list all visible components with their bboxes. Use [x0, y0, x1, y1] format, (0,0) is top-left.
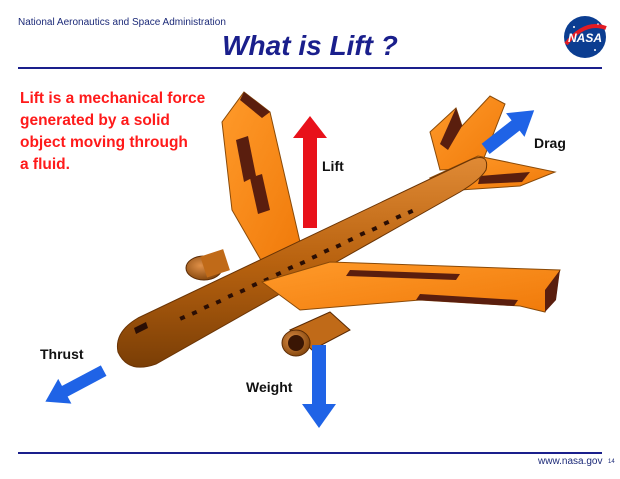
page-number: 14	[608, 459, 615, 465]
footer-url: www.nasa.gov	[538, 456, 603, 467]
weight-label: Weight	[246, 379, 293, 395]
lift-definition: Lift is a mechanical force generated by …	[20, 88, 245, 176]
drag-arrow-icon	[481, 110, 535, 154]
airplane-icon	[116, 91, 561, 368]
drag-label: Drag	[534, 135, 566, 151]
weight-arrow-icon	[302, 345, 336, 428]
thrust-label: Thrust	[40, 346, 84, 362]
lift-arrow-icon	[293, 116, 327, 228]
agency-name: National Aeronautics and Space Administr…	[18, 17, 226, 28]
definition-line: object moving through	[20, 134, 188, 151]
definition-line: Lift is a mechanical force	[20, 90, 206, 107]
nasa-logo-text: NASA	[568, 31, 602, 45]
page-title: What is Lift ?	[222, 30, 398, 61]
nasa-logo-icon: NASA	[564, 16, 607, 58]
lift-label: Lift	[322, 158, 344, 174]
footer-divider	[18, 452, 602, 454]
header-divider	[18, 67, 602, 69]
definition-line: a fluid.	[20, 156, 70, 173]
definition-line: generated by a solid	[20, 112, 170, 129]
thrust-arrow-icon	[45, 365, 107, 404]
engine-near	[281, 311, 351, 357]
